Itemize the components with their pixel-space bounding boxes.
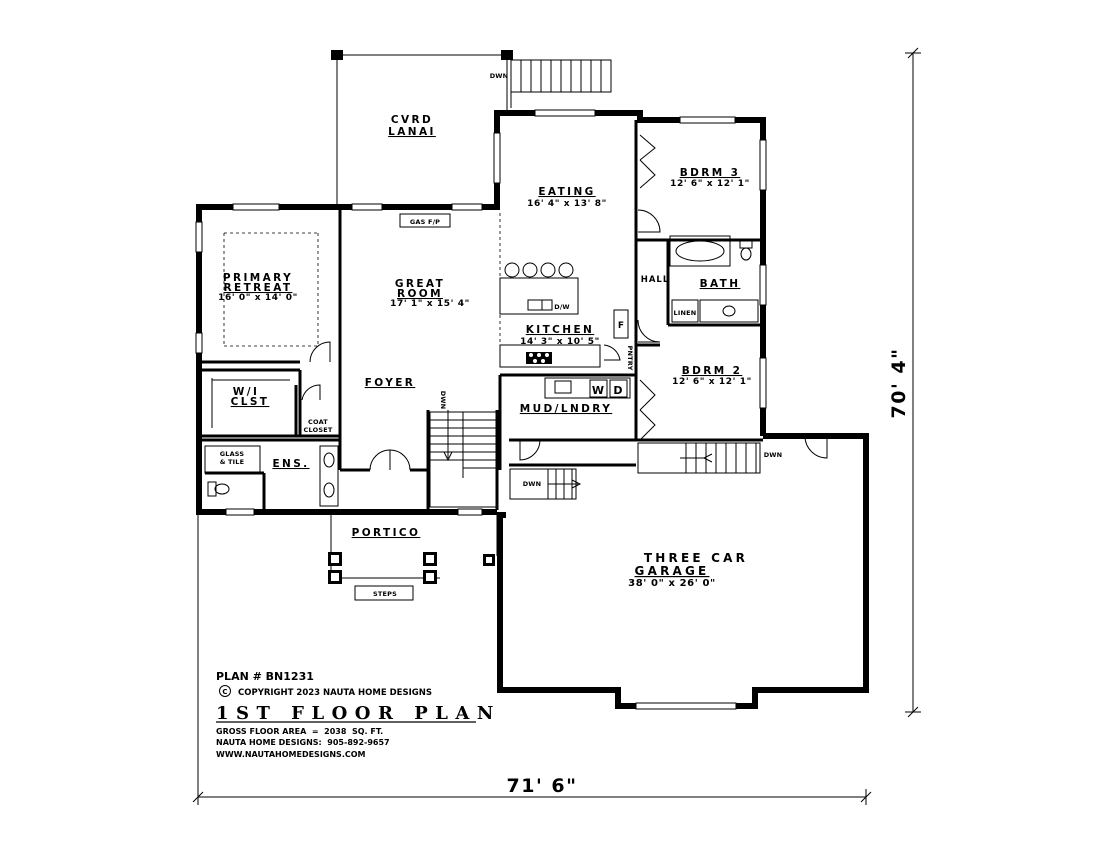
garage-label-2: GARAGE (635, 564, 710, 578)
dwn-label-garage: DWN (764, 451, 783, 459)
pantry-label: PNTRY (626, 346, 634, 371)
eating-dim: 16' 4" x 13' 8" (527, 199, 607, 209)
garage-dim: 38' 0" x 26' 0" (628, 578, 716, 589)
mud-label: MUD/LNDRY (520, 403, 612, 415)
dwn-label-lanai: DWN (490, 72, 509, 80)
dryer-label: D (613, 384, 622, 397)
gas-fireplace-label: GAS F/P (410, 218, 440, 226)
dimension-lines (192, 47, 921, 805)
coat-label-1: COAT (308, 418, 328, 426)
depth-dimension: 70' 4" (888, 348, 910, 419)
stairs (429, 59, 761, 508)
plan-number: PLAN # BN1231 (216, 670, 314, 683)
great-room-dim: 17' 1" x 15' 4" (390, 299, 470, 309)
bdrm2-label: BDRM 2 (682, 365, 743, 377)
overall-dimensions: 71' 6" 70' 4" (507, 348, 911, 798)
kitchen-dim: 14' 3" x 10' 5" (520, 337, 600, 347)
lanai-label-1: CVRD (391, 114, 433, 126)
dwn-label-mud: DWN (523, 480, 542, 488)
primary-dim: 16' 0" x 14' 0" (218, 293, 298, 303)
room-labels: CVRD LANAI EATING 16' 4" x 13' 8" BDRM 3… (218, 72, 782, 598)
copyright-symbol: C (222, 688, 227, 696)
bdrm3-label: BDRM 3 (680, 167, 741, 179)
copyright-text: COPYRIGHT 2023 NAUTA HOME DESIGNS (238, 688, 432, 698)
ens-label: ENS. (272, 458, 309, 470)
portico-label: PORTICO (352, 527, 421, 539)
lanai-label-2: LANAI (388, 126, 436, 138)
great-room-label-1: GREAT (395, 278, 445, 290)
bdrm3-dim: 12' 6" x 12' 1" (670, 179, 750, 189)
doors (301, 134, 828, 471)
foyer-label: FOYER (365, 377, 416, 389)
hall-label: HALL (641, 275, 670, 285)
fixtures (204, 213, 759, 601)
interior-walls (199, 120, 763, 510)
glass-label-1: GLASS (220, 450, 245, 458)
primary-label-1: PRIMARY (223, 272, 293, 284)
width-dimension: 71' 6" (507, 775, 578, 797)
copyright-icon (219, 685, 231, 697)
website: WWW.NAUTAHOMEDESIGNS.COM (216, 750, 366, 759)
kitchen-label: KITCHEN (526, 324, 594, 336)
coat-label-2: CLOSET (304, 426, 333, 434)
eating-label: EATING (538, 186, 595, 198)
glass-label-2: & TILE (220, 458, 245, 466)
gross-floor-area: GROSS FLOOR AREA = 2038 SQ. FT. (216, 727, 383, 736)
title-block: PLAN # BN1231 C COPYRIGHT 2023 NAUTA HOM… (216, 670, 501, 759)
primary-label-2: RETREAT (224, 282, 293, 294)
great-room-label-2: ROOM (397, 288, 443, 300)
linen-label: LINEN (674, 309, 697, 317)
dishwasher-label: D/W (554, 303, 570, 311)
wic-label-1: W/I (233, 386, 260, 398)
windows (195, 109, 767, 710)
garage-label-1: THREE CAR (644, 551, 748, 565)
steps-label: STEPS (373, 590, 397, 598)
phone-number: NAUTA HOME DESIGNS: 905-892-9657 (216, 738, 390, 747)
dwn-label-main: DWN (439, 391, 447, 410)
washer-label: W (592, 384, 604, 397)
bath-label: BATH (700, 278, 741, 290)
fridge-label: F (618, 321, 624, 331)
plan-title: 1ST FLOOR PLAN (216, 703, 501, 724)
bdrm2-dim: 12' 6" x 12' 1" (672, 377, 752, 387)
portico-posts (328, 552, 495, 584)
wic-label-2: CLST (231, 396, 270, 408)
